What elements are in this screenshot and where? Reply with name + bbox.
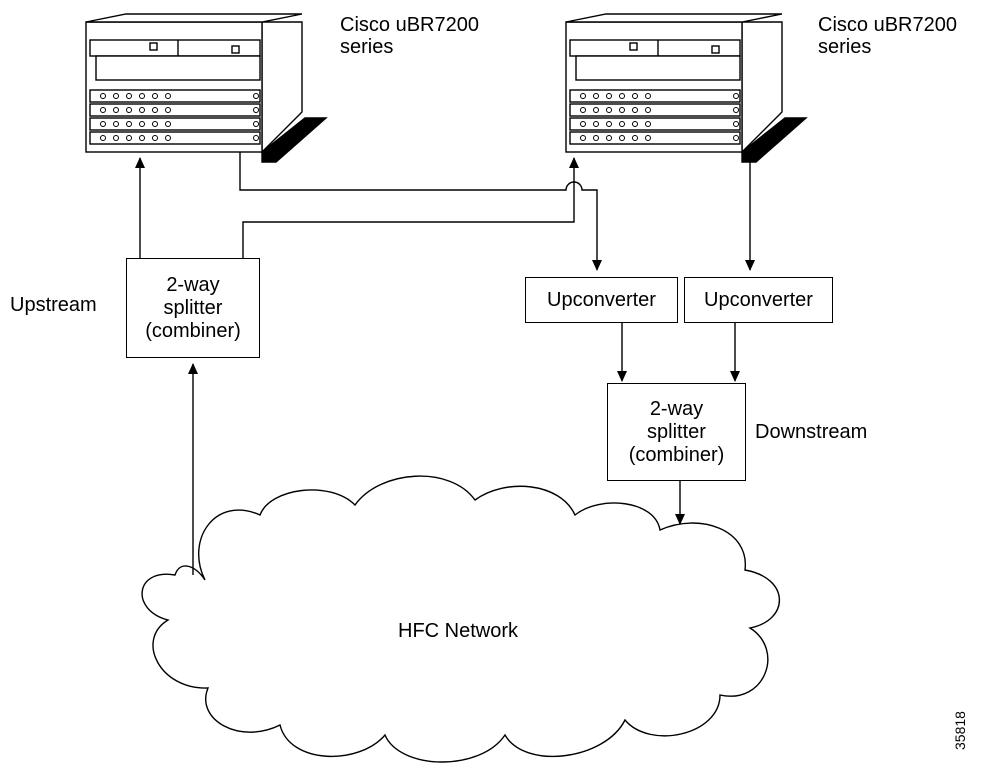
router-left-ports: [100, 93, 259, 141]
router-right-ports: [580, 93, 739, 141]
upstream-label: Upstream: [10, 294, 97, 316]
upstream-splitter-line3: (combiner): [145, 319, 241, 342]
upconverter-2-box: Upconverter: [684, 277, 833, 323]
figure-id: 35818: [952, 711, 968, 750]
router-left-name: Cisco uBR7200: [340, 14, 479, 36]
connection-lines: [135, 152, 755, 575]
upstream-splitter-line1: 2-way: [166, 273, 220, 296]
router-left-chassis: [85, 13, 328, 163]
upconverter-2-label: Upconverter: [704, 288, 813, 311]
router-left-label: Cisco uBR7200 series: [340, 14, 479, 58]
upstream-splitter-box: 2-way splitter (combiner): [126, 258, 260, 358]
downstream-splitter-line3: (combiner): [628, 443, 725, 466]
downstream-splitter-line2: splitter: [647, 420, 706, 443]
downstream-label: Downstream: [755, 421, 868, 443]
downstream-splitter-line1: 2-way: [649, 397, 704, 420]
router-right-label: Cisco uBR7200 series: [818, 14, 957, 58]
router-right-chassis: [565, 13, 808, 163]
router-right-name: Cisco uBR7200: [818, 14, 957, 36]
hfc-network-cloud: [141, 475, 781, 763]
downstream-splitter-box: 2-way splitter (combiner): [607, 383, 746, 481]
router-right-suffix: series: [818, 36, 872, 58]
upconverter-1-label: Upconverter: [547, 288, 656, 311]
upconverter-1-box: Upconverter: [525, 277, 678, 323]
hfc-network-label: HFC Network: [398, 620, 519, 642]
router-left-suffix: series: [340, 36, 394, 58]
wire-upstream-splitter-to-right-router: [242, 157, 579, 258]
wire-left-router-to-upconverter-1: [239, 152, 598, 268]
upstream-splitter-line2: splitter: [163, 296, 223, 319]
